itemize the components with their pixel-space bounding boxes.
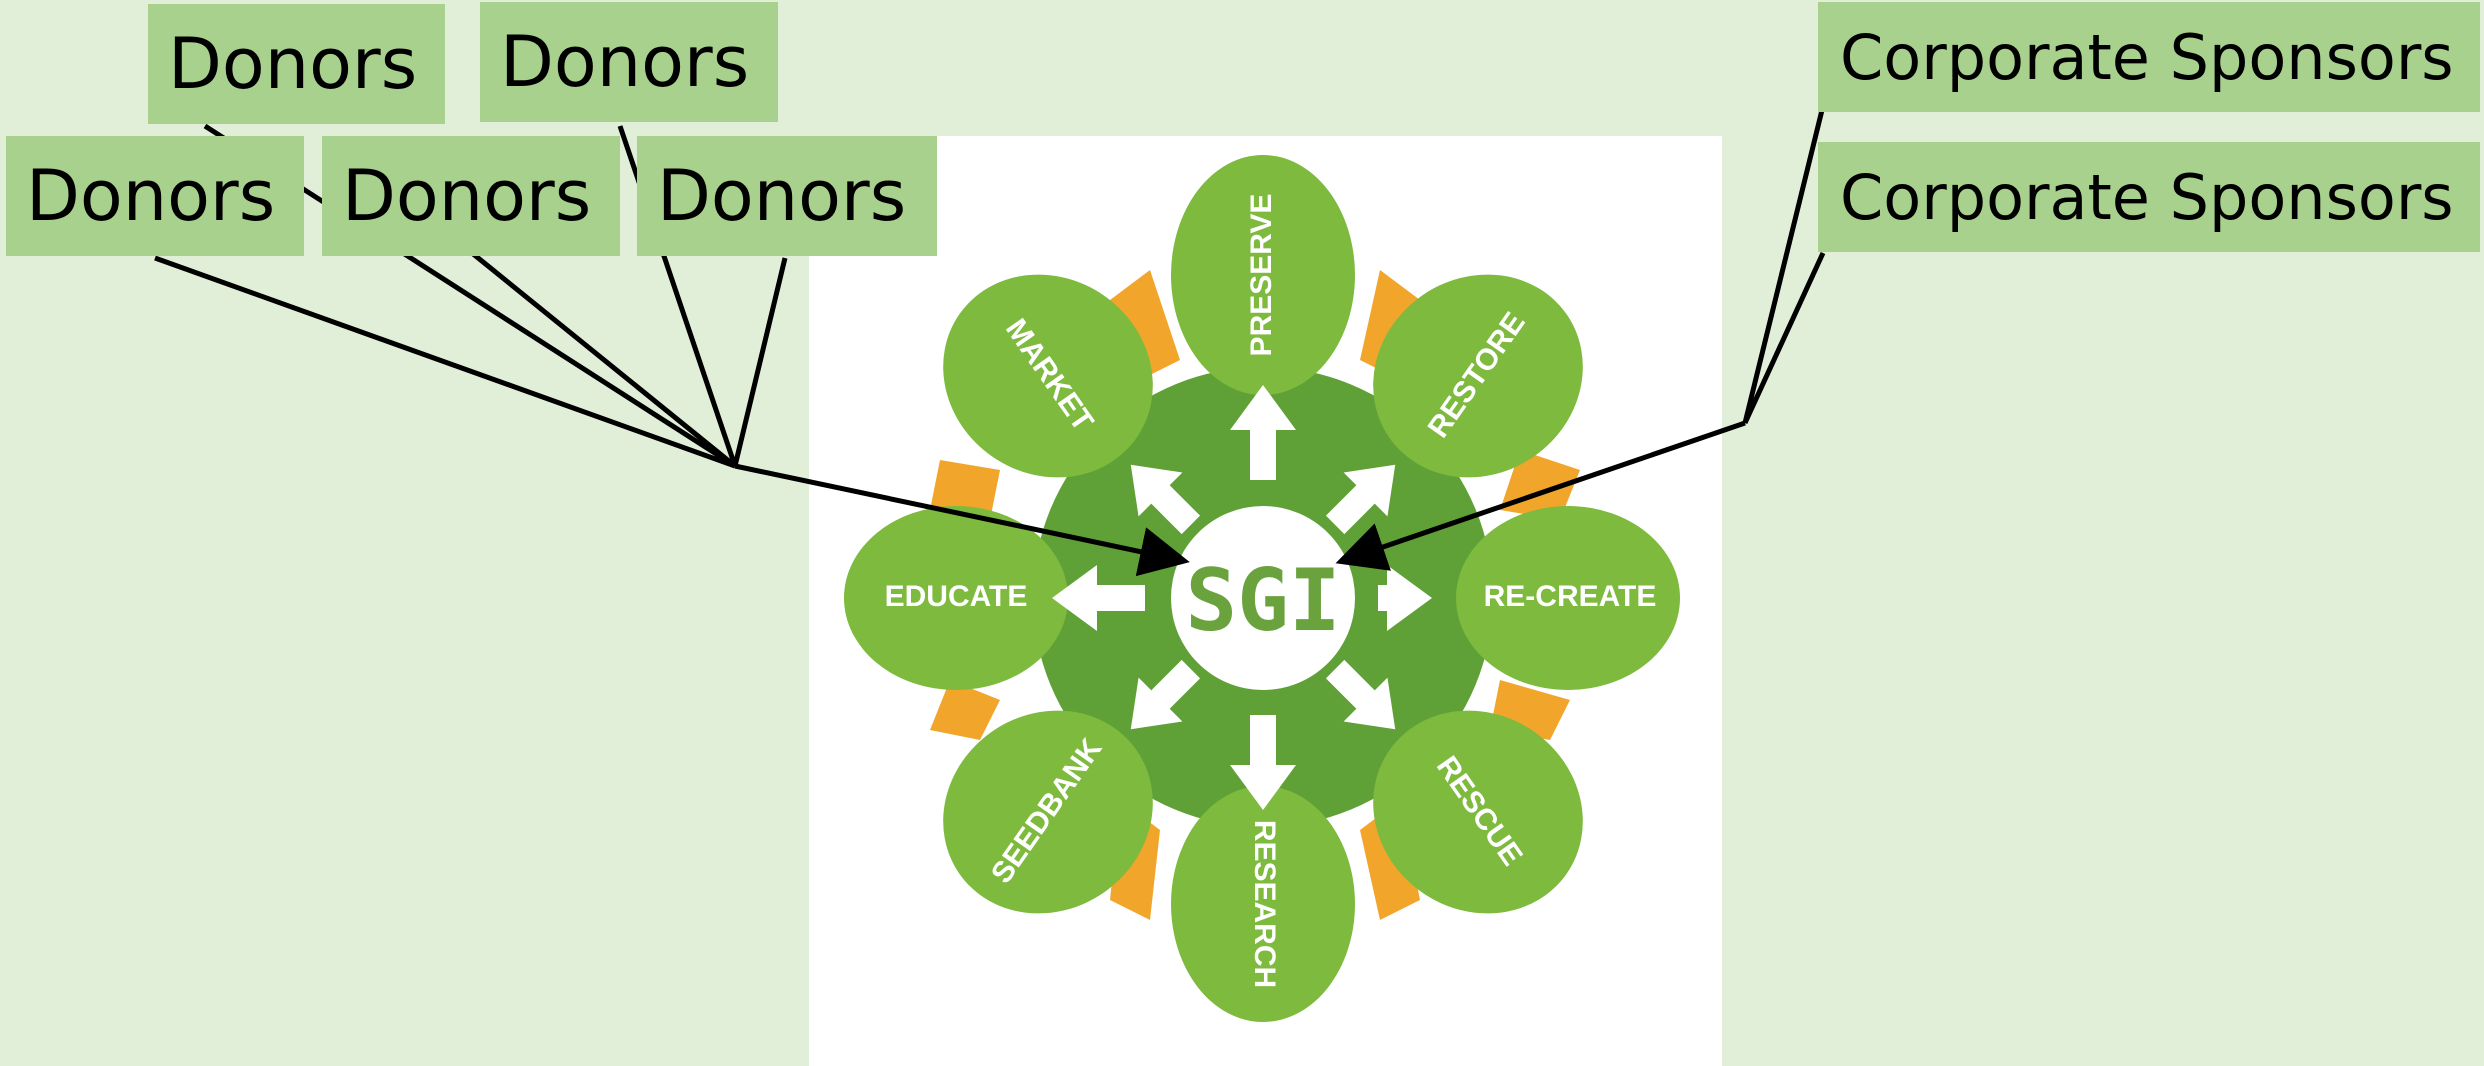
sponsor-label-1: Corporate Sponsors xyxy=(1818,2,2480,112)
donor-text: Donors xyxy=(657,155,907,237)
petal-preserve xyxy=(1171,155,1355,395)
connector-donor-4 xyxy=(470,251,737,468)
donor-label-5: Donors xyxy=(637,136,937,256)
petal-restore xyxy=(1373,274,1583,478)
petal-label-research: RESEARCH xyxy=(1248,820,1281,988)
donor-label-2: Donors xyxy=(480,2,778,122)
donor-text: Donors xyxy=(168,23,418,105)
petal-seedbank xyxy=(943,710,1153,914)
connector-donors-to-hub xyxy=(734,463,1190,577)
connector-sponsor-2 xyxy=(1742,251,1826,425)
donor-text: Donors xyxy=(26,155,276,237)
donor-label-3: Donors xyxy=(6,136,304,256)
petal-label-educate: EDUCATE xyxy=(885,580,1028,613)
donor-label-4: Donors xyxy=(322,136,620,256)
donor-text: Donors xyxy=(342,155,592,237)
petal-rescue xyxy=(1373,710,1583,914)
sponsor-text: Corporate Sponsors xyxy=(1840,20,2454,94)
sponsor-label-2: Corporate Sponsors xyxy=(1818,142,2480,252)
petals xyxy=(844,155,1680,1022)
petal-label-recreate: RE-CREATE xyxy=(1484,580,1657,613)
connector-sponsor-1 xyxy=(1742,105,1826,424)
petal-recreate xyxy=(1456,506,1680,690)
donor-text: Donors xyxy=(500,21,750,103)
sponsor-text: Corporate Sponsors xyxy=(1840,160,2454,234)
donor-label-1: Donors xyxy=(148,4,445,124)
petal-market xyxy=(943,274,1153,478)
hub-label: SGI xyxy=(1185,551,1340,651)
connector-sponsors-to-hub xyxy=(1335,420,1746,571)
petal-research xyxy=(1171,786,1355,1022)
hub-circle xyxy=(1171,506,1355,690)
connector-donor-5 xyxy=(732,257,788,467)
petal-educate xyxy=(844,506,1068,690)
hub-arrows xyxy=(1052,385,1432,810)
connector-donor-3 xyxy=(154,255,736,469)
petal-label-preserve: PRESERVE xyxy=(1245,194,1278,357)
